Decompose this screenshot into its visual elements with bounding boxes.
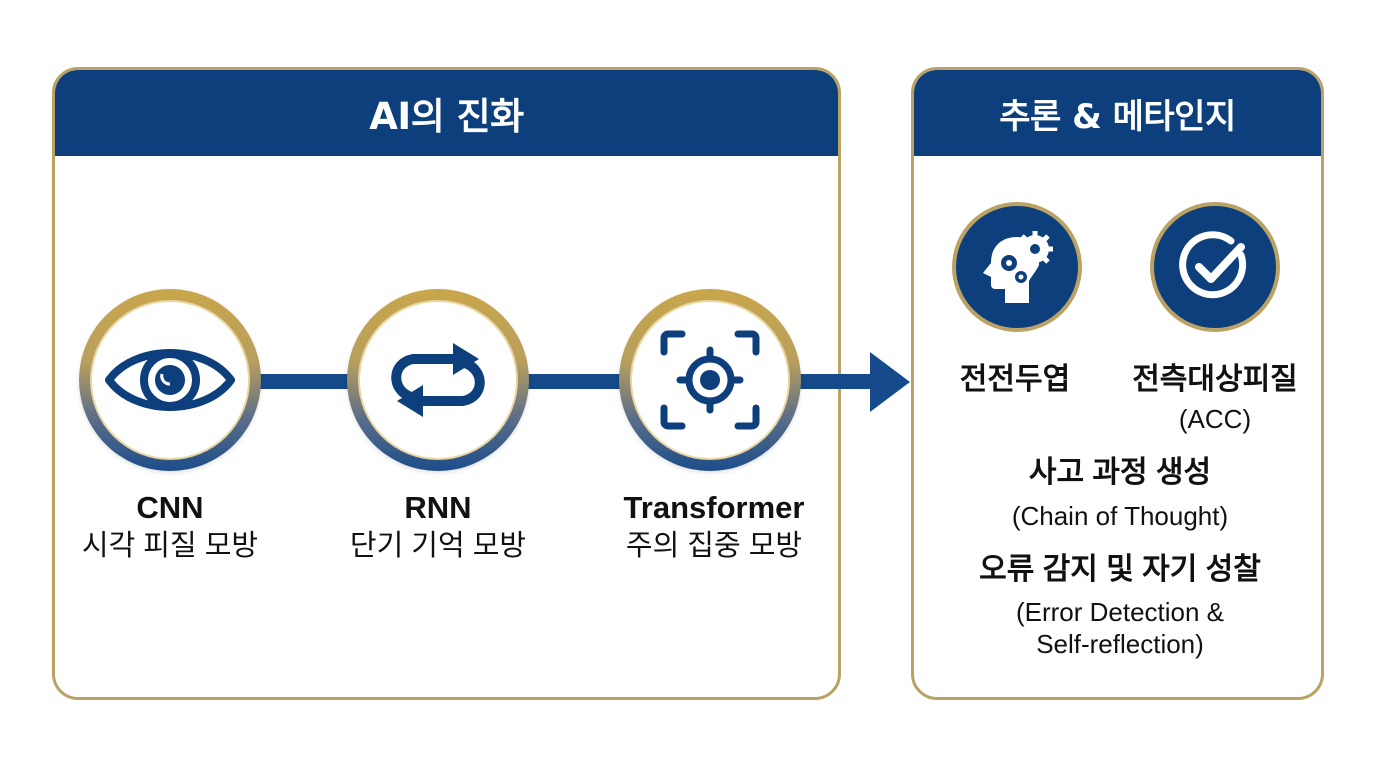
cnn-label: CNN 시각 피질 모방: [20, 489, 320, 565]
transformer-description: 주의 집중 모방: [625, 530, 803, 562]
error-detection-subtitle-line2: Self-reflection): [1036, 629, 1204, 659]
arrow-right-icon: [870, 352, 910, 412]
transformer-name: Transformer: [623, 490, 805, 525]
check-circle-icon: [1179, 231, 1247, 299]
acc-badge: [1154, 206, 1276, 328]
eye-icon: [105, 349, 235, 411]
chain-of-thought-subtitle: (Chain of Thought): [1011, 501, 1229, 531]
head-gears-icon: [983, 231, 1053, 303]
rnn-name: RNN: [404, 490, 472, 525]
connector-rnn-transformer: [523, 374, 627, 389]
chain-of-thought-title: 사고 과정 생성: [1028, 456, 1212, 489]
cnn-description: 시각 피질 모방: [81, 530, 259, 562]
acc-label: 전측대상피질: [1132, 363, 1298, 396]
cycle-arrows-icon: [391, 343, 485, 417]
ai-evolution-header: AI의 진화: [55, 70, 838, 156]
cnn-name: CNN: [136, 490, 204, 525]
error-detection-title: 오류 감지 및 자기 성찰: [979, 553, 1261, 586]
prefrontal-badge: [956, 206, 1078, 328]
reasoning-metacognition-panel: 추론 & 메타인지: [911, 67, 1324, 700]
connector-cnn-rnn: [255, 374, 355, 389]
reasoning-metacognition-header: 추론 & 메타인지: [914, 70, 1321, 156]
error-detection-subtitle-line1: (Error Detection &: [1015, 597, 1225, 627]
rnn-description: 단기 기억 모방: [349, 530, 527, 562]
rnn-label: RNN 단기 기억 모방: [288, 489, 588, 565]
acc-sublabel: (ACC): [1178, 404, 1252, 434]
cnn-node: [79, 289, 261, 471]
prefrontal-label: 전전두엽: [959, 363, 1071, 396]
rnn-node: [347, 289, 529, 471]
transformer-node: [619, 289, 801, 471]
focus-target-icon: [660, 330, 760, 430]
transformer-label: Transformer 주의 집중 모방: [564, 489, 864, 565]
connector-transformer-arrow: [795, 374, 875, 389]
